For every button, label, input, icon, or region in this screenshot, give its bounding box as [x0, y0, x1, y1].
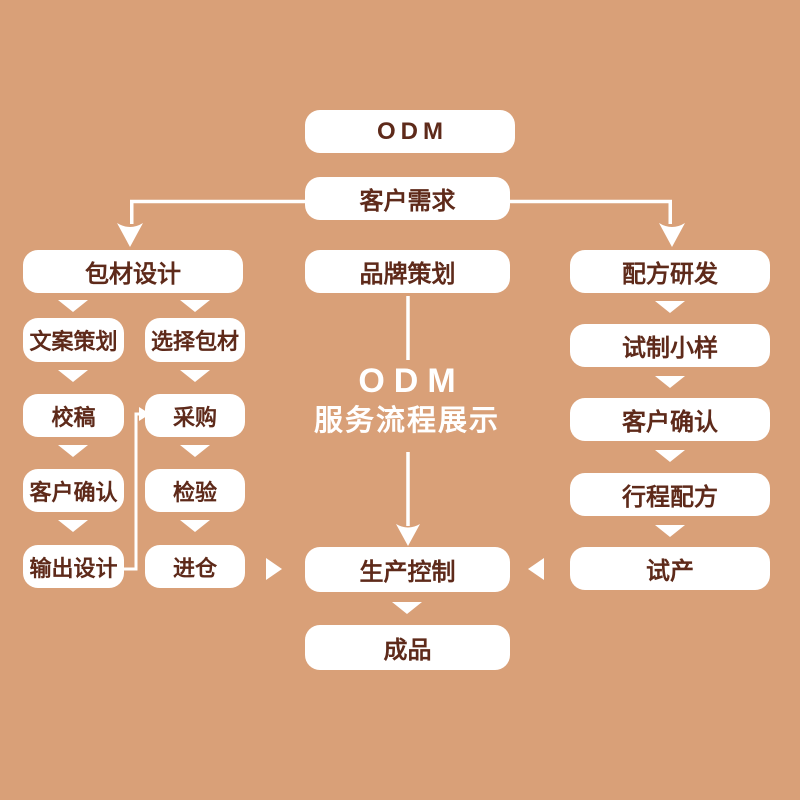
- flow-node-trial-sample: 试制小样: [570, 324, 770, 367]
- flow-node-production-control: 生产控制: [305, 547, 510, 592]
- arrow-down-icon: [117, 223, 143, 247]
- arrow-down-icon: [58, 300, 88, 312]
- flow-node-customer-needs: 客户需求: [305, 177, 510, 220]
- arrow-down-icon: [655, 376, 685, 388]
- arrow-left-icon: [528, 558, 544, 580]
- flow-node-label: 成品: [383, 637, 432, 664]
- flow-node-label: 试制小样: [622, 335, 718, 362]
- flow-node-proofreading: 校稿: [23, 394, 124, 437]
- flow-node-odm: ODM: [305, 110, 515, 153]
- flow-node-label: 输出设计: [29, 555, 118, 581]
- arrow-down-icon: [58, 370, 88, 382]
- flow-node-purchasing: 采购: [145, 394, 245, 437]
- arrow-down-icon: [655, 301, 685, 313]
- arrow-down-icon: [58, 445, 88, 457]
- flow-node-label: 选择包材: [150, 329, 239, 354]
- flow-node-copywriting: 文案策划: [23, 318, 124, 362]
- flow-node-formula-rd: 配方研发: [570, 250, 770, 293]
- flow-node-label: 客户需求: [359, 188, 456, 215]
- output-to-purchase-line: [123, 412, 139, 571]
- flow-node-customer-confirm-right: 客户确认: [570, 398, 770, 441]
- flow-node-label: 配方研发: [622, 261, 718, 288]
- flow-node-packaging-design: 包材设计: [23, 250, 243, 293]
- arrow-down-icon: [180, 520, 210, 532]
- flow-node-warehousing: 进仓: [145, 545, 245, 588]
- flow-node-finished-product: 成品: [305, 625, 510, 670]
- flow-node-trial-production: 试产: [570, 547, 770, 590]
- arrow-down-icon: [58, 520, 88, 532]
- arrow-right-icon: [266, 558, 282, 580]
- flow-node-label: 试产: [646, 558, 694, 585]
- flow-node-label: ODM: [377, 117, 448, 145]
- flow-node-label: 生产控制: [359, 559, 456, 586]
- flow-node-schedule-formula: 行程配方: [570, 473, 770, 516]
- diagram-title-line2: 服务流程展示: [313, 405, 500, 438]
- flow-node-label: 文案策划: [29, 329, 118, 354]
- flow-node-inspection: 检验: [145, 469, 245, 512]
- diagram-title: ODM 服务流程展示: [257, 362, 557, 438]
- arrow-down-icon: [655, 450, 685, 462]
- flow-node-customer-confirm-left: 客户确认: [23, 469, 124, 512]
- arrow-down-icon: [659, 223, 685, 247]
- arrow-down-icon: [180, 300, 210, 312]
- flow-node-label: 客户确认: [622, 409, 718, 436]
- flow-node-output-design: 输出设计: [23, 545, 124, 588]
- flow-node-label: 校稿: [51, 404, 96, 430]
- flow-node-brand-planning: 品牌策划: [305, 250, 510, 293]
- flow-node-label: 进仓: [172, 555, 217, 581]
- diagram-title-line1: ODM: [358, 362, 465, 400]
- arrow-down-icon: [180, 445, 210, 457]
- flow-node-label: 客户确认: [29, 479, 118, 505]
- branch-right-line: [510, 199, 672, 224]
- arrow-down-icon: [655, 525, 685, 537]
- flow-node-label: 检验: [172, 479, 217, 505]
- flow-node-label: 品牌策划: [359, 261, 456, 288]
- flow-node-label: 包材设计: [85, 261, 181, 288]
- flow-node-label: 行程配方: [622, 484, 718, 511]
- arrow-down-icon: [396, 524, 420, 546]
- flow-node-label: 采购: [172, 404, 217, 430]
- branch-left-line: [130, 199, 305, 224]
- flow-node-select-packaging: 选择包材: [145, 318, 245, 362]
- arrow-down-icon: [392, 602, 422, 614]
- arrow-down-icon: [180, 370, 210, 382]
